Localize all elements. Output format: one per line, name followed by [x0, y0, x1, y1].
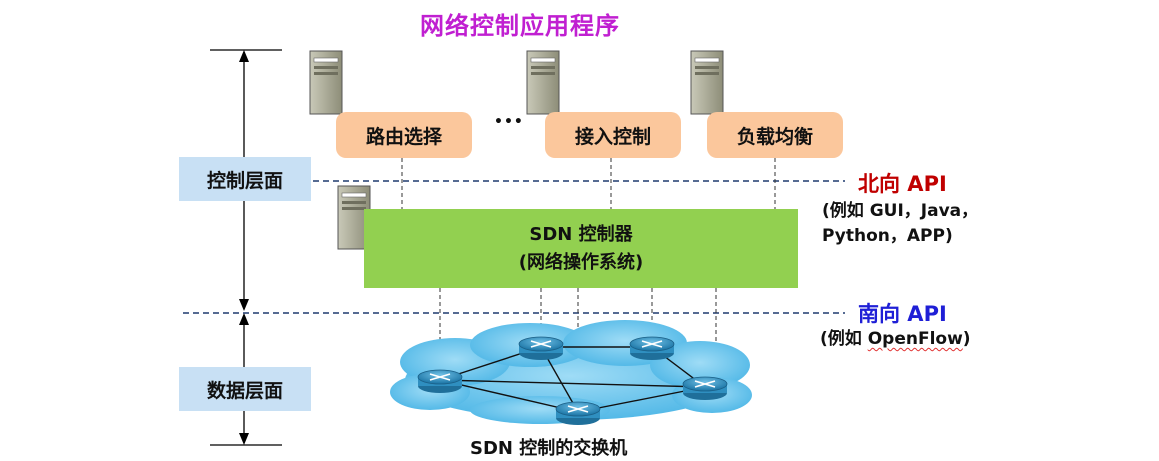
server-icon — [526, 50, 560, 115]
page-title: 网络控制应用程序 — [420, 12, 620, 40]
controller-title: SDN 控制器 — [529, 223, 633, 245]
controller-subtitle: (网络操作系统) — [518, 251, 644, 273]
southbound-api-note: (例如 OpenFlow) — [820, 327, 971, 352]
router-icon — [417, 369, 463, 393]
southbound-api-title: 南向 API — [858, 302, 947, 326]
router-icon — [555, 401, 601, 425]
northbound-note-line1: (例如 GUI，Java， — [822, 201, 979, 221]
control-plane-label: 控制层面 — [179, 157, 311, 201]
sdn-controller: SDN 控制器 (网络操作系统) — [364, 209, 798, 288]
northbound-note-line2: Python，APP) — [822, 226, 953, 246]
server-icon — [309, 50, 343, 115]
northbound-api-title: 北向 API — [858, 172, 947, 196]
northbound-api-note: (例如 GUI，Java， Python，APP) — [822, 199, 978, 249]
app-routing: 路由选择 — [336, 112, 472, 158]
southbound-note-suffix: ) — [962, 329, 971, 349]
server-icon — [690, 50, 724, 115]
southbound-note-openflow: OpenFlow — [867, 329, 963, 349]
data-plane-label: 数据层面 — [179, 367, 311, 411]
southbound-note-prefix: (例如 — [820, 329, 868, 349]
app-load-balancing: 负载均衡 — [707, 112, 843, 158]
router-icon — [629, 336, 675, 360]
app-connectors — [401, 158, 776, 209]
cloud-icon — [390, 320, 752, 424]
switches-label: SDN 控制的交换机 — [470, 438, 628, 459]
app-access-control: 接入控制 — [545, 112, 681, 158]
router-icon — [518, 336, 564, 360]
router-icon — [682, 376, 728, 400]
apps-ellipsis: ••• — [494, 114, 524, 130]
